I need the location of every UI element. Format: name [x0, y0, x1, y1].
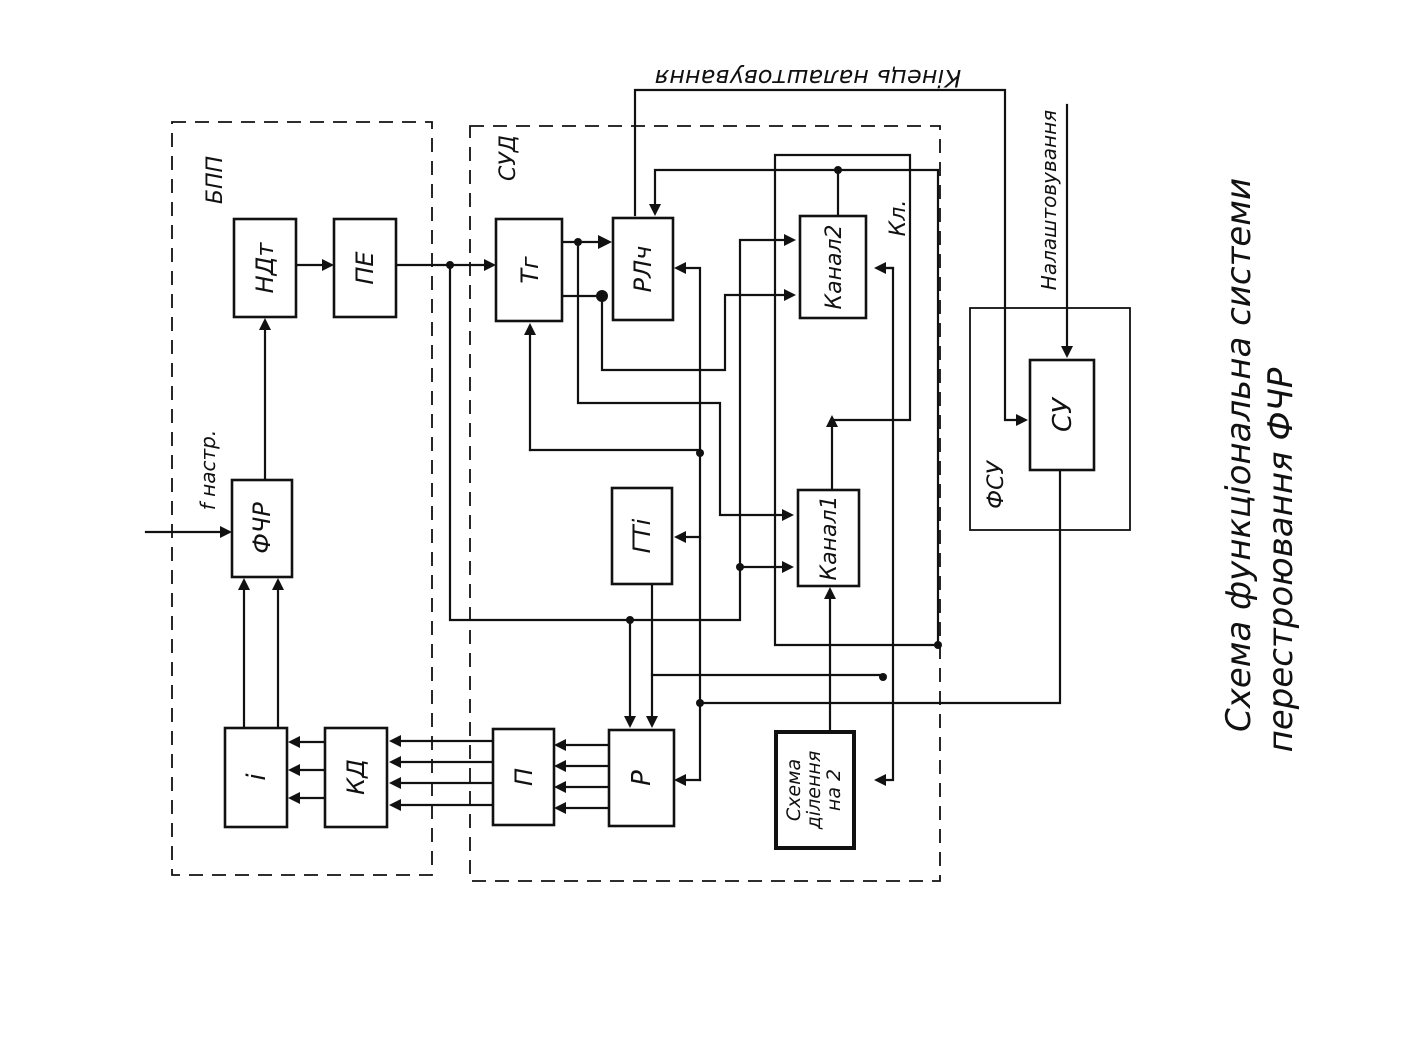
block-divider: Схема ділення на 2	[774, 730, 856, 850]
caption-line1: Схема функціональна системи	[1219, 178, 1259, 732]
block-rlch: РЛч	[611, 216, 675, 322]
fsu-frame	[969, 307, 1131, 531]
block-divider-line1: Схема	[783, 759, 805, 821]
bpp-wires	[144, 259, 334, 804]
block-i: і	[223, 726, 289, 829]
block-pe: ПЕ	[332, 217, 398, 319]
group-fsu-label: ФСУ	[984, 460, 1009, 509]
block-kd: КД	[323, 726, 389, 829]
block-r: Р	[607, 728, 676, 828]
group-sud-label: СУД	[496, 135, 521, 181]
block-divider-line2: ділення	[803, 751, 825, 831]
block-fchr-label: ФЧР	[248, 502, 276, 554]
block-su-label: СУ	[1048, 396, 1078, 432]
block-kd-label: КД	[342, 759, 370, 795]
block-p: П	[491, 727, 556, 827]
block-kanal1: Канал1	[796, 488, 861, 588]
block-gti-label: ГТі	[628, 518, 656, 553]
caption-line2: перестроювання ФЧР	[1261, 367, 1301, 752]
block-p-label: П	[510, 768, 538, 786]
r-to-p-wires	[554, 739, 610, 814]
group-bpp-label: БПП	[203, 156, 228, 204]
block-tg-label: Тг	[516, 256, 544, 284]
block-su: СУ	[1028, 358, 1096, 472]
kl-label: Кл.	[886, 200, 911, 237]
block-i-label: і	[242, 773, 272, 781]
block-divider-line3: на 2	[823, 769, 845, 811]
block-kanal2: Канал2	[798, 214, 868, 320]
block-tg: Тг	[494, 217, 564, 323]
sud-wires	[394, 88, 1073, 786]
block-r-label: Р	[627, 770, 657, 786]
kinets-label: Кінець налаштовування	[655, 64, 961, 92]
block-rlch-label: РЛч	[629, 246, 657, 293]
p-to-kd-wires	[389, 735, 494, 811]
block-fchr: ФЧР	[230, 478, 294, 579]
nastr-label: Налаштовування	[1037, 110, 1061, 290]
sud-frame	[469, 125, 941, 882]
block-pe-label: ПЕ	[351, 251, 379, 285]
block-kanal2-label: Канал2	[822, 224, 847, 309]
block-ndt-label: НДт	[251, 242, 279, 294]
block-kanal1-label: Канал1	[817, 495, 842, 580]
f-nastr-label: f настр.	[196, 430, 220, 510]
block-gti: ГТі	[610, 486, 674, 586]
block-ndt: НДт	[232, 217, 298, 319]
